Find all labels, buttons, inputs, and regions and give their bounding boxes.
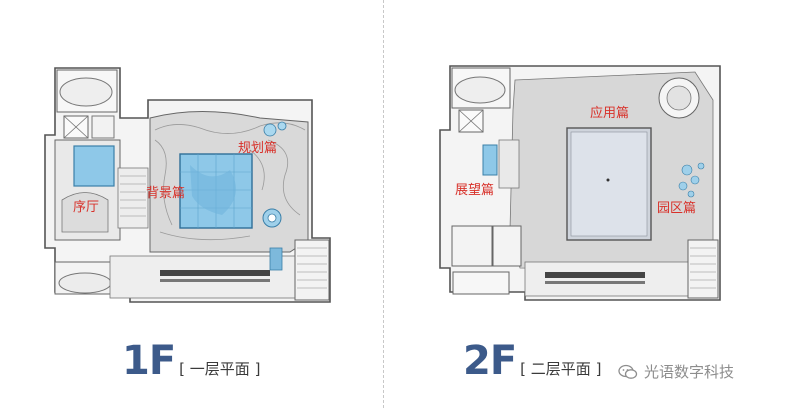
floor-caption-2f: 2F [ 二层平面 ] bbox=[463, 338, 601, 384]
floor-number: 2F bbox=[463, 338, 517, 384]
wechat-icon bbox=[618, 364, 638, 379]
floor-plan-2f-drawing bbox=[439, 65, 721, 301]
zone-label-application: 应用篇 bbox=[590, 106, 630, 121]
watermark-text: 光语数字科技 bbox=[644, 363, 735, 381]
floor-name: [ 一层平面 ] bbox=[179, 360, 261, 378]
zone-label-lobby: 序厅 bbox=[73, 200, 100, 215]
zone-label-planning: 规划篇 bbox=[238, 141, 278, 156]
floor-caption-1f: 1F [ 一层平面 ] bbox=[122, 338, 260, 384]
floor-plan-1f-drawing bbox=[44, 67, 331, 303]
floor-name: [ 二层平面 ] bbox=[520, 360, 602, 378]
panel-divider bbox=[383, 0, 384, 408]
zone-label-park: 园区篇 bbox=[657, 201, 697, 216]
zone-label-background: 背景篇 bbox=[146, 186, 186, 201]
zone-label-outlook: 展望篇 bbox=[455, 183, 495, 198]
floor-number: 1F bbox=[122, 338, 176, 384]
floor-plan-1f: 序厅 背景篇 规划篇 1F [ 一层平面 ] bbox=[44, 67, 331, 384]
watermark: 光语数字科技 bbox=[618, 361, 734, 382]
floor-plan-2f: 应用篇 展望篇 园区篇 2F [ 二层平面 ] bbox=[395, 0, 790, 408]
